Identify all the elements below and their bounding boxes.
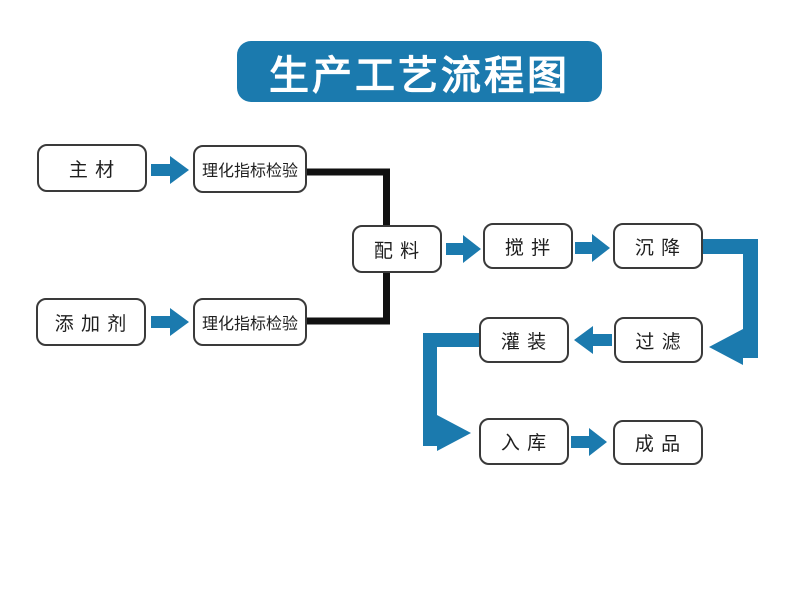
node-main-material: 主 材	[37, 144, 147, 192]
arrow-main-material-to-inspection	[151, 156, 189, 184]
node-batching-label: 配 料	[373, 240, 421, 262]
node-stirring-label: 搅 拌	[504, 237, 552, 259]
connector-inspection-top-to-batching	[307, 168, 390, 225]
node-settling-label: 沉 降	[634, 237, 682, 259]
arrow-filtering-to-filling	[574, 326, 612, 354]
node-main-material-label: 主 材	[68, 159, 116, 181]
arrowhead-into-warehousing	[437, 415, 471, 451]
node-warehousing: 入 库	[479, 418, 569, 465]
node-inspection-top: 理化指标检验	[193, 145, 307, 193]
node-stirring: 搅 拌	[483, 223, 573, 269]
node-filling-label: 灌 装	[500, 331, 548, 353]
elbow-settling-to-filtering	[703, 239, 758, 358]
node-settling: 沉 降	[613, 223, 703, 269]
node-additive: 添 加 剂	[36, 298, 146, 346]
node-inspection-bottom-label: 理化指标检验	[201, 316, 298, 333]
arrow-additive-to-inspection	[151, 308, 189, 336]
arrow-batching-to-stirring	[446, 235, 481, 263]
elbow-filling-to-warehousing	[423, 333, 480, 446]
page-title: 生产工艺流程图	[269, 53, 570, 98]
node-warehousing-label: 入 库	[500, 433, 548, 454]
node-filtering-label: 过 滤	[635, 331, 682, 353]
node-finished-product-label: 成 品	[634, 434, 682, 455]
arrow-stirring-to-settling	[575, 234, 610, 262]
node-batching: 配 料	[352, 225, 442, 273]
node-inspection-bottom: 理化指标检验	[193, 298, 307, 346]
connector-inspection-bottom-to-batching	[307, 272, 390, 325]
arrow-warehousing-to-finished-product	[571, 428, 607, 456]
title-banner: 生产工艺流程图	[237, 41, 602, 102]
node-additive-label: 添 加 剂	[54, 313, 128, 335]
node-finished-product: 成 品	[613, 420, 703, 465]
node-filtering: 过 滤	[614, 317, 703, 363]
node-inspection-top-label: 理化指标检验	[201, 163, 298, 180]
node-filling: 灌 装	[479, 317, 569, 363]
arrowhead-into-filtering	[709, 329, 743, 365]
